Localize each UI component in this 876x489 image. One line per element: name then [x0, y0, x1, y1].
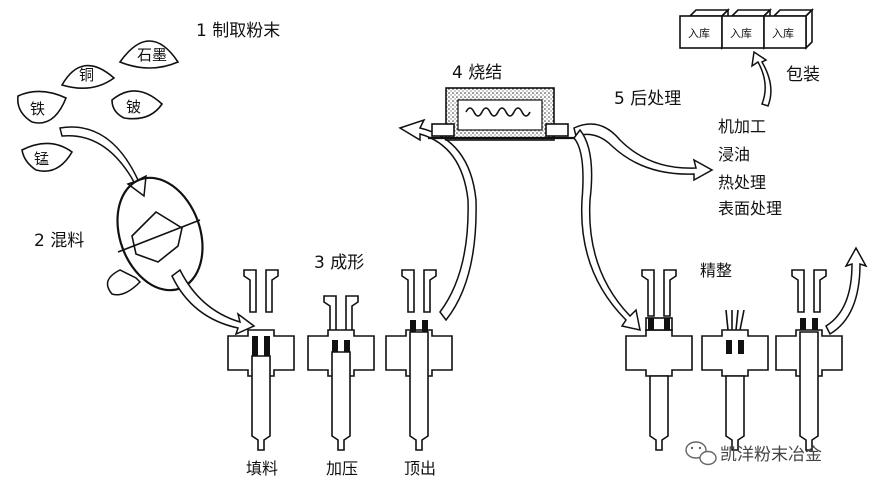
storage-box-3: 入库	[763, 8, 814, 50]
post-treatment-oil-impregnation: 浸油	[718, 145, 750, 164]
packaging-boxes: 入库 入库 入库	[679, 8, 814, 50]
press-pressing	[307, 295, 375, 451]
sintering-furnace	[428, 87, 574, 141]
powder-iron-label: 铁	[30, 100, 45, 118]
powder-pile-beryllium: 铍	[111, 90, 164, 120]
mixer-drum	[106, 176, 204, 296]
mixer-rotation-arrow	[106, 269, 142, 296]
forming-stage-press-label: 加压	[326, 459, 358, 478]
step3-label: 3 成形	[314, 253, 364, 273]
storage-box-1: 入库	[679, 8, 730, 50]
watermark: 凯洋粉末冶金	[685, 441, 822, 466]
arrow-sintering-to-finishing	[573, 128, 641, 331]
forming-stage-fill-label: 填料	[246, 459, 278, 478]
finishing-press-1	[625, 269, 693, 451]
powder-pile-iron: 铁	[16, 90, 68, 124]
finishing-press-3	[775, 269, 843, 451]
arrow-finishing-out	[825, 246, 868, 336]
powder-manganese-label: 锰	[34, 150, 49, 168]
arrow-sintering-to-post	[573, 123, 714, 182]
post-treatment-list: 机加工 浸油 热处理 表面处理	[718, 117, 782, 218]
powder-pile-copper: 铜	[60, 64, 116, 90]
storage-box-1-label: 入库	[688, 27, 710, 40]
press-ejecting	[385, 269, 453, 451]
finishing-label: 精整	[700, 261, 732, 280]
powder-beryllium-label: 铍	[126, 98, 141, 116]
arrow-forming-to-sintering	[398, 118, 477, 322]
powder-copper-label: 铜	[79, 66, 94, 84]
storage-box-2: 入库	[721, 8, 772, 50]
step4-label: 4 烧结	[452, 63, 502, 83]
press-filling	[227, 269, 295, 451]
post-treatment-surface-treatment: 表面处理	[718, 199, 782, 218]
arrow-post-to-packaging	[751, 50, 772, 107]
powder-pile-manganese: 锰	[21, 142, 74, 172]
forming-stage-eject-label: 顶出	[404, 459, 436, 478]
arrow-powders-to-mixer	[59, 126, 147, 198]
packaging-label: 包装	[786, 65, 820, 85]
step2-label: 2 混料	[34, 231, 84, 251]
powder-graphite-label: 石墨	[137, 46, 167, 64]
step1-label: 1 制取粉末	[196, 21, 280, 41]
wechat-icon	[685, 441, 717, 466]
arrow-mixer-to-filling	[171, 268, 256, 336]
storage-box-3-label: 入库	[772, 27, 794, 40]
post-treatment-machining: 机加工	[718, 117, 766, 136]
watermark-text: 凯洋粉末冶金	[720, 445, 822, 465]
step5-label: 5 后处理	[614, 89, 681, 109]
post-treatment-heat-treatment: 热处理	[718, 173, 766, 192]
powder-pile-graphite: 石墨	[118, 40, 180, 69]
storage-box-2-label: 入库	[730, 27, 752, 40]
finishing-press-2	[701, 309, 769, 451]
